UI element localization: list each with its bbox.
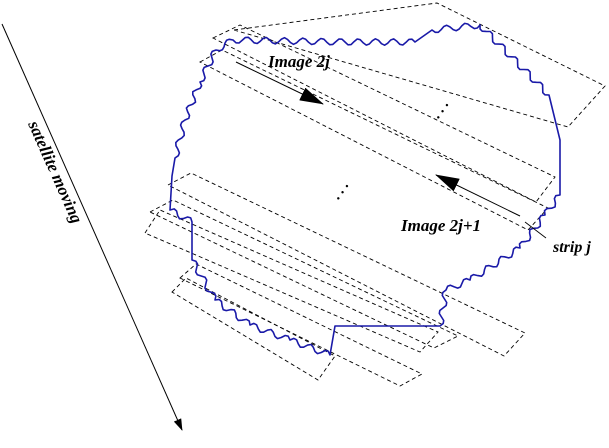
target-region-outline xyxy=(169,22,561,356)
satellite-direction-arrow xyxy=(1,23,183,431)
strip-outlines xyxy=(144,2,606,387)
satellite-moving-label: satellite moving xyxy=(24,117,87,227)
image-2j-label: Image 2j xyxy=(267,52,330,71)
strip-j-label: strip j xyxy=(552,239,591,256)
strip-rect-8 xyxy=(171,277,336,381)
strip-rect-4 xyxy=(167,172,526,357)
ellipsis-top: . . . xyxy=(429,97,453,122)
strip-rect-3 xyxy=(199,49,549,231)
strip-rect-5 xyxy=(148,199,460,349)
strip-rect-7 xyxy=(179,263,423,387)
strip-rect-6 xyxy=(144,209,439,353)
image-2j1-label: Image 2j+1 xyxy=(400,216,481,235)
strip-rect-2 xyxy=(211,24,556,203)
strip-rect-1 xyxy=(233,2,606,128)
strip-j-pointer xyxy=(524,221,547,239)
image-2j1-arrow xyxy=(435,174,521,217)
image-2j-arrow xyxy=(235,61,324,105)
ellipsis-middle: . . . xyxy=(329,178,353,203)
